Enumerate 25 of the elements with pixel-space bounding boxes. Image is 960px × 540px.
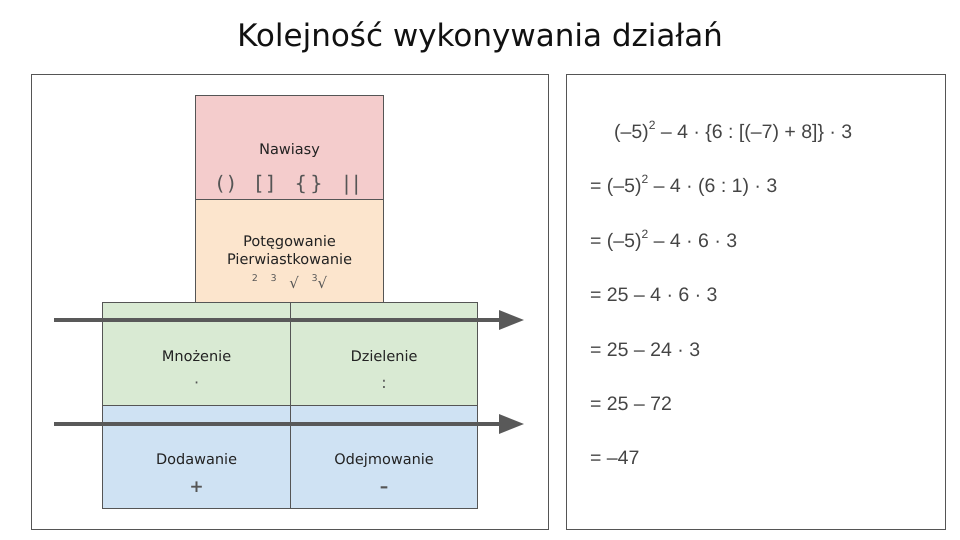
operation-name: Dzielenie [350,348,418,366]
operation-symbol: + [189,477,204,497]
operation-name: Nawiasy [259,141,320,159]
operation-box [290,302,478,406]
operation-name: Dodawanie [156,451,237,469]
operation-name: Potęgowanie Pierwiastkowanie [226,233,353,269]
equation-line: = –47 [590,446,640,470]
equation-line: = (–5)$^{2}$ – 4 · (6 : 1) · 3 [590,174,778,198]
operation-box [195,95,384,200]
operation-name: Mnożenie [162,348,232,366]
operation-symbol: () [] {} || [216,171,363,195]
equation-line: = 25 – 72 [590,392,672,416]
operation-box [102,302,291,406]
operation-box [195,199,384,303]
equation-line: = 25 – 4 · 6 · 3 [590,283,718,307]
equation-line: (–5)$^{2}$ – 4 · {6 : [(–7) + 8]} · 3 [614,120,852,144]
operation-box [290,405,478,509]
operation-symbol: – [380,477,388,497]
operation-symbol: · [194,373,200,392]
operation-symbol: : [381,373,387,392]
operation-name: Odejmowanie [334,451,434,469]
equation-line: = 25 – 24 · 3 [590,338,700,362]
equation-line: = (–5)$^{2}$ – 4 · 6 · 3 [590,229,738,253]
title: Kolejność wykonywania działań [237,18,723,54]
operation-box [102,405,291,509]
